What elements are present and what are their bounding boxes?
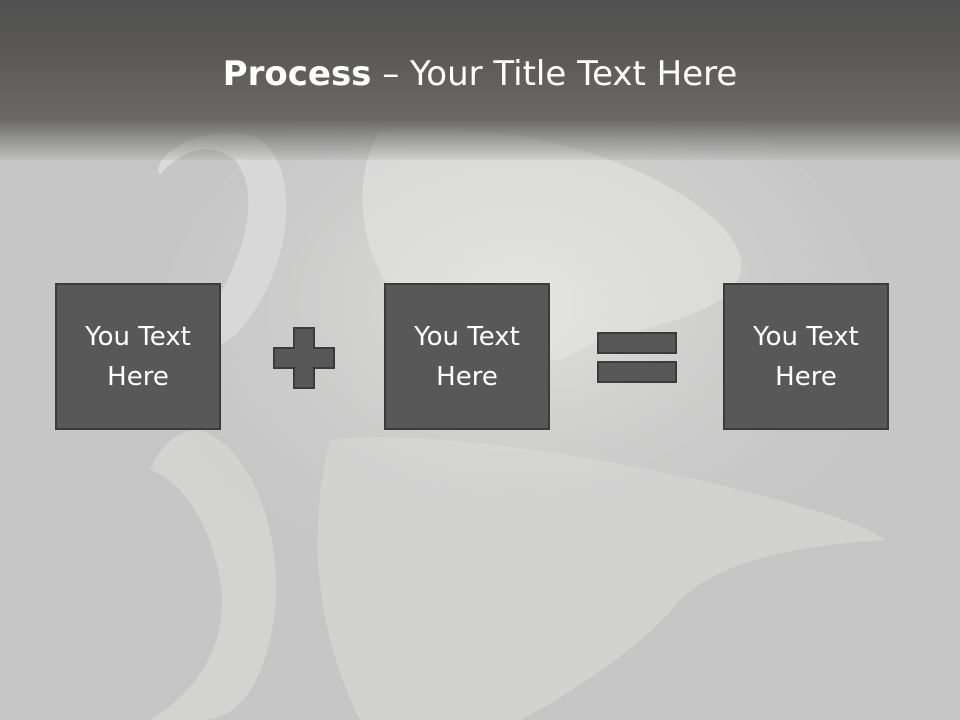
process-box-2-text: You Text Here [414,321,520,392]
equals-icon [597,332,677,383]
plus-icon [273,327,335,389]
process-box-2[interactable]: You Text Here [384,283,550,430]
process-box-1[interactable]: You Text Here [55,283,221,430]
title-bar [0,0,960,160]
title-rest: – Your Title Text Here [371,54,738,94]
process-box-3-text: You Text Here [753,321,859,392]
process-box-1-text: You Text Here [85,321,191,392]
slide-title: Process – Your Title Text Here [0,50,960,98]
title-bold: Process [222,54,372,94]
process-box-3[interactable]: You Text Here [723,283,889,430]
